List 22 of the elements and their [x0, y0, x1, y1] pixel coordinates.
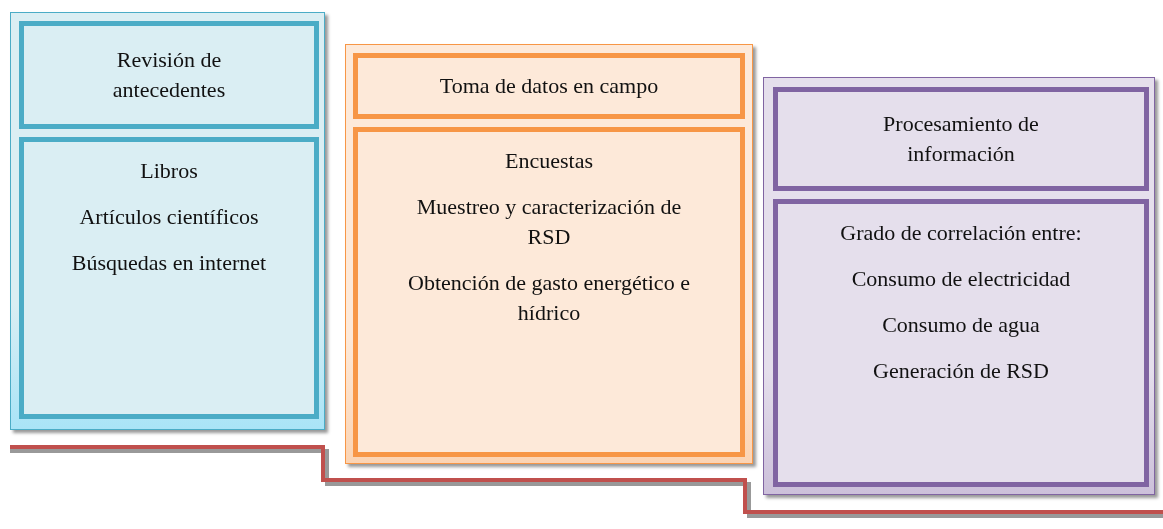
heading-box [353, 53, 745, 119]
heading-box [19, 21, 319, 129]
list-text: Encuestas [505, 147, 593, 175]
content-box [773, 199, 1149, 487]
list-text: Consumo de agua [882, 311, 1040, 339]
list-text: Búsquedas en internet [71, 249, 267, 277]
heading-text: Revisión de antecedentes [111, 46, 227, 104]
list-text: Muestreo y caracterización de RSD [415, 193, 683, 251]
content-box [19, 137, 319, 419]
list-text: Libros [140, 157, 198, 185]
list-text: Obtención de gasto energético e hídrico [407, 269, 691, 327]
list-text: Artículos científicos [79, 203, 259, 231]
panel-card [763, 77, 1155, 495]
heading-text: Procesamiento de información [882, 110, 1040, 168]
list-text: Grado de correlación entre: [840, 219, 1082, 247]
list-text: Consumo de electricidad [851, 265, 1071, 293]
heading-text: Toma de datos en campo [439, 72, 659, 100]
panel-card [345, 44, 753, 464]
content-box [353, 127, 745, 457]
panel-card [10, 12, 325, 430]
list-text: Generación de RSD [873, 357, 1049, 385]
heading-box [773, 87, 1149, 191]
